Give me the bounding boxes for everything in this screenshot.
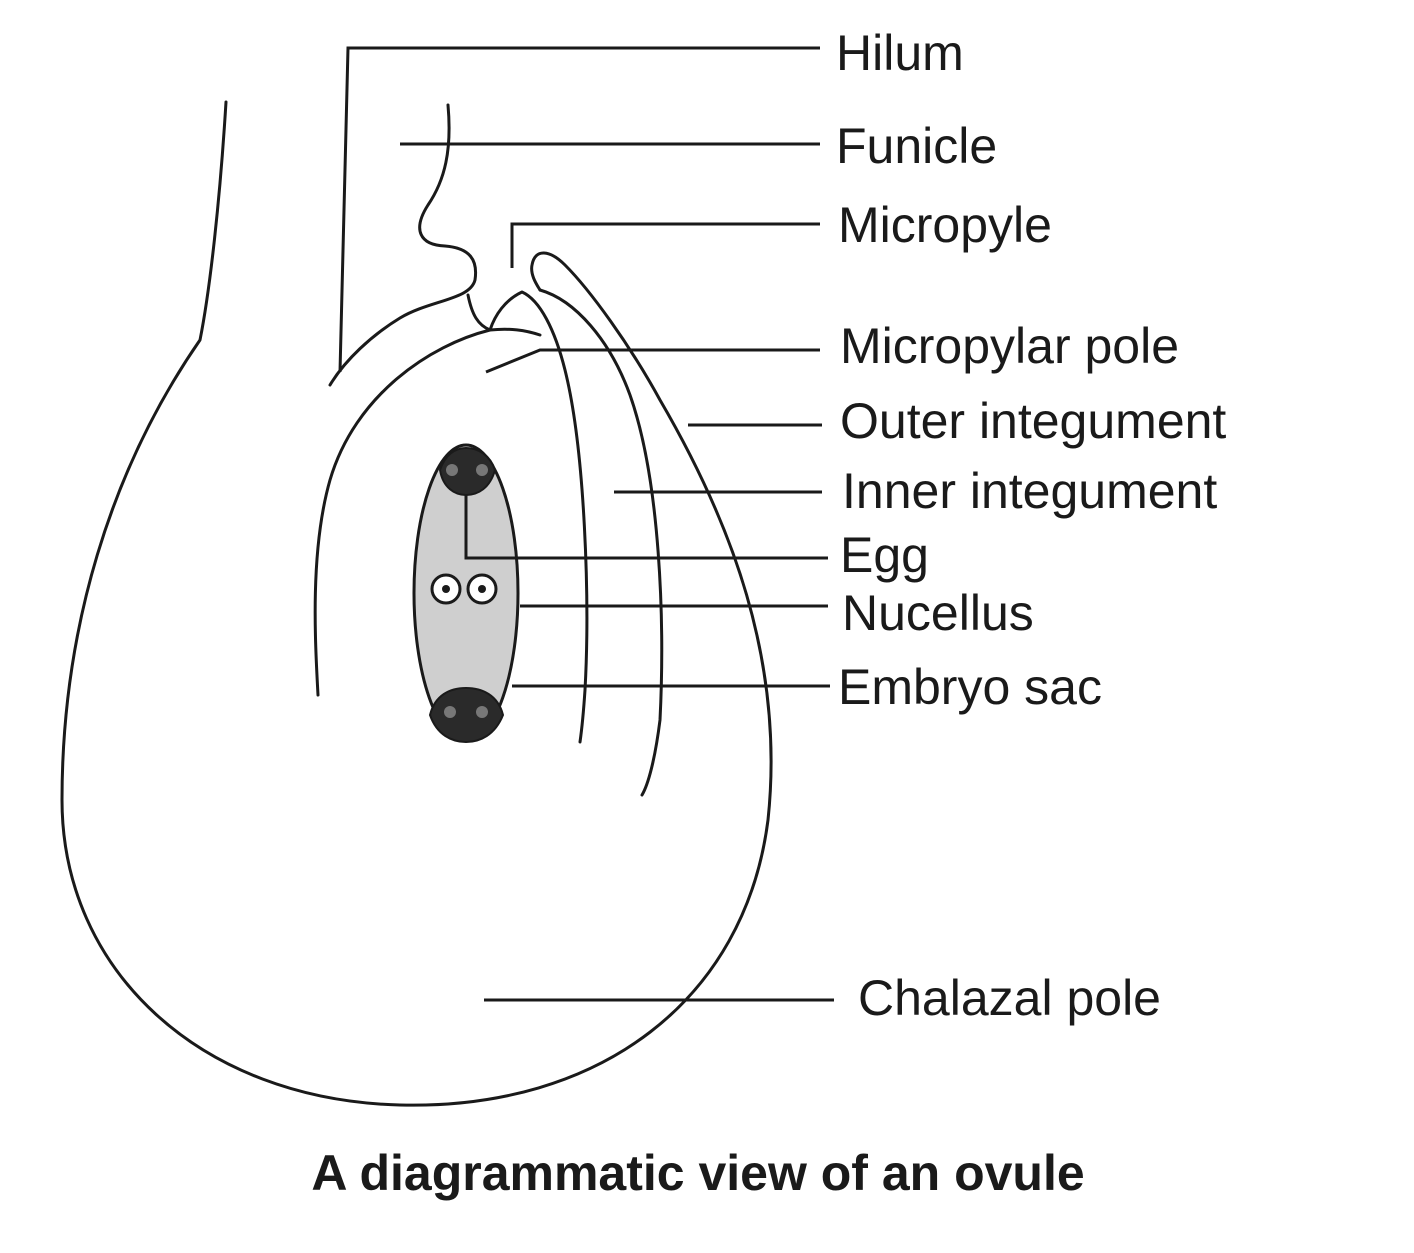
label-micropylar-pole: Micropylar pole (840, 318, 1179, 374)
antipodal-dot (444, 706, 456, 718)
label-outer-integument: Outer integument (840, 393, 1226, 449)
egg-cell-dot (476, 464, 488, 476)
outer-integument-flap (538, 288, 664, 797)
micropylar-pole-leader (485, 348, 820, 374)
inner-integument-outline (488, 290, 589, 744)
ovule-outer-wall (60, 100, 773, 1107)
egg-leader (464, 495, 828, 560)
egg-apparatus (438, 446, 497, 497)
label-inner-integument: Inner integument (842, 463, 1217, 519)
hilum-leader (338, 46, 820, 373)
polar-nucleus-center (442, 585, 450, 593)
label-micropyle: Micropyle (838, 197, 1052, 253)
label-chalazal-pole: Chalazal pole (858, 970, 1161, 1026)
funicle-outline (328, 103, 478, 387)
egg-cell-dot (446, 464, 458, 476)
label-egg: Egg (840, 527, 929, 583)
antipodal-cells (428, 686, 505, 744)
label-embryo-sac: Embryo sac (838, 659, 1102, 715)
nucellus-top (488, 327, 542, 337)
antipodal-dot (476, 706, 488, 718)
outer-integument-outline (313, 293, 492, 697)
label-hilum: Hilum (836, 25, 964, 81)
diagram-caption: A diagrammatic view of an ovule (311, 1145, 1084, 1201)
micropyle-leader (510, 222, 820, 268)
label-nucellus: Nucellus (842, 585, 1034, 641)
polar-nucleus-center (478, 585, 486, 593)
label-funicle: Funicle (836, 118, 997, 174)
